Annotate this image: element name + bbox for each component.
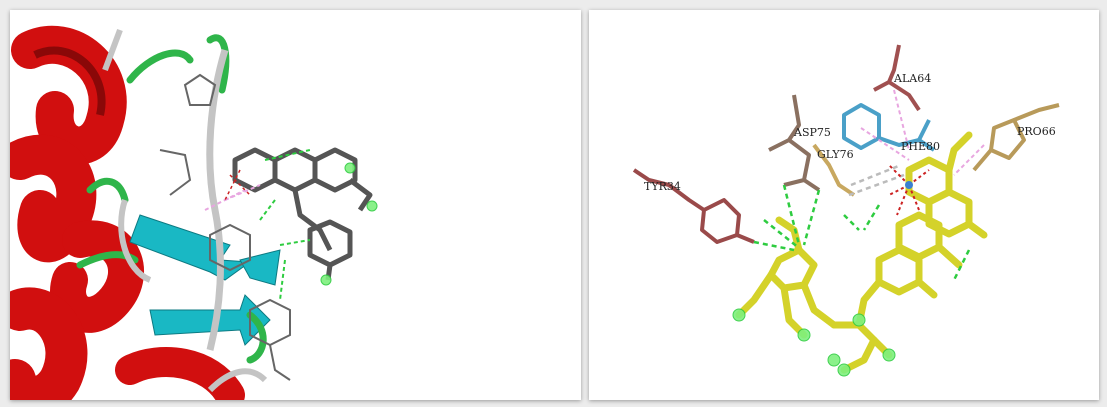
turn-2 [206, 34, 230, 94]
label-pro66: PRO66 [1017, 125, 1056, 138]
coil-3 [102, 28, 123, 72]
sheet-3 [239, 249, 281, 286]
pi-interactions-left [204, 184, 261, 211]
coil-1 [206, 48, 229, 351]
red-interactions-right [888, 164, 930, 216]
residue-gly76 [812, 143, 856, 197]
ribbon-view [10, 25, 378, 400]
residue-asp75 [768, 94, 821, 192]
interaction-panel: ALA64 ASP75 GLY76 PHE80 PRO66 TYR34 [589, 10, 1099, 400]
label-ala64: ALA64 [893, 72, 931, 85]
coil-2 [118, 199, 152, 283]
residue-phe80 [842, 103, 936, 152]
ligand-right [735, 131, 988, 374]
hbonds-right [753, 184, 971, 281]
label-tyr34: TYR34 [644, 180, 681, 193]
residue-ala64 [873, 44, 921, 112]
interaction-view: ALA64 ASP75 GLY76 PHE80 PRO66 TYR34 [632, 44, 1060, 377]
helix-lower [50, 220, 144, 333]
coil-4 [207, 368, 268, 393]
ligand-left [232, 147, 373, 281]
protein-ligand-complex-panel [10, 10, 581, 400]
residue-sticks-left [159, 73, 291, 381]
helix-top-shade [33, 46, 106, 116]
label-asp75: ASP75 [793, 126, 831, 139]
helix-mid [10, 134, 97, 263]
label-phe80: PHE80 [901, 140, 940, 153]
label-gly76: GLY76 [817, 148, 854, 161]
sheet-1 [129, 214, 252, 281]
metal-ion [905, 181, 913, 189]
residue-tyr34 [632, 168, 755, 244]
turn-1 [126, 49, 194, 84]
pi-interactions-right [860, 89, 985, 176]
residue-pro66 [972, 103, 1060, 172]
hbonds-left [259, 149, 311, 301]
grey-interactions-right [848, 163, 905, 197]
red-interactions-left [224, 169, 251, 201]
halo-atoms-left [320, 162, 378, 286]
helix-bottom-right [115, 347, 245, 400]
halo-atoms-right [732, 308, 896, 377]
helix-bottom [10, 287, 88, 400]
turn-3 [86, 177, 129, 204]
helix-top [11, 25, 127, 165]
sheet-2 [149, 294, 271, 346]
